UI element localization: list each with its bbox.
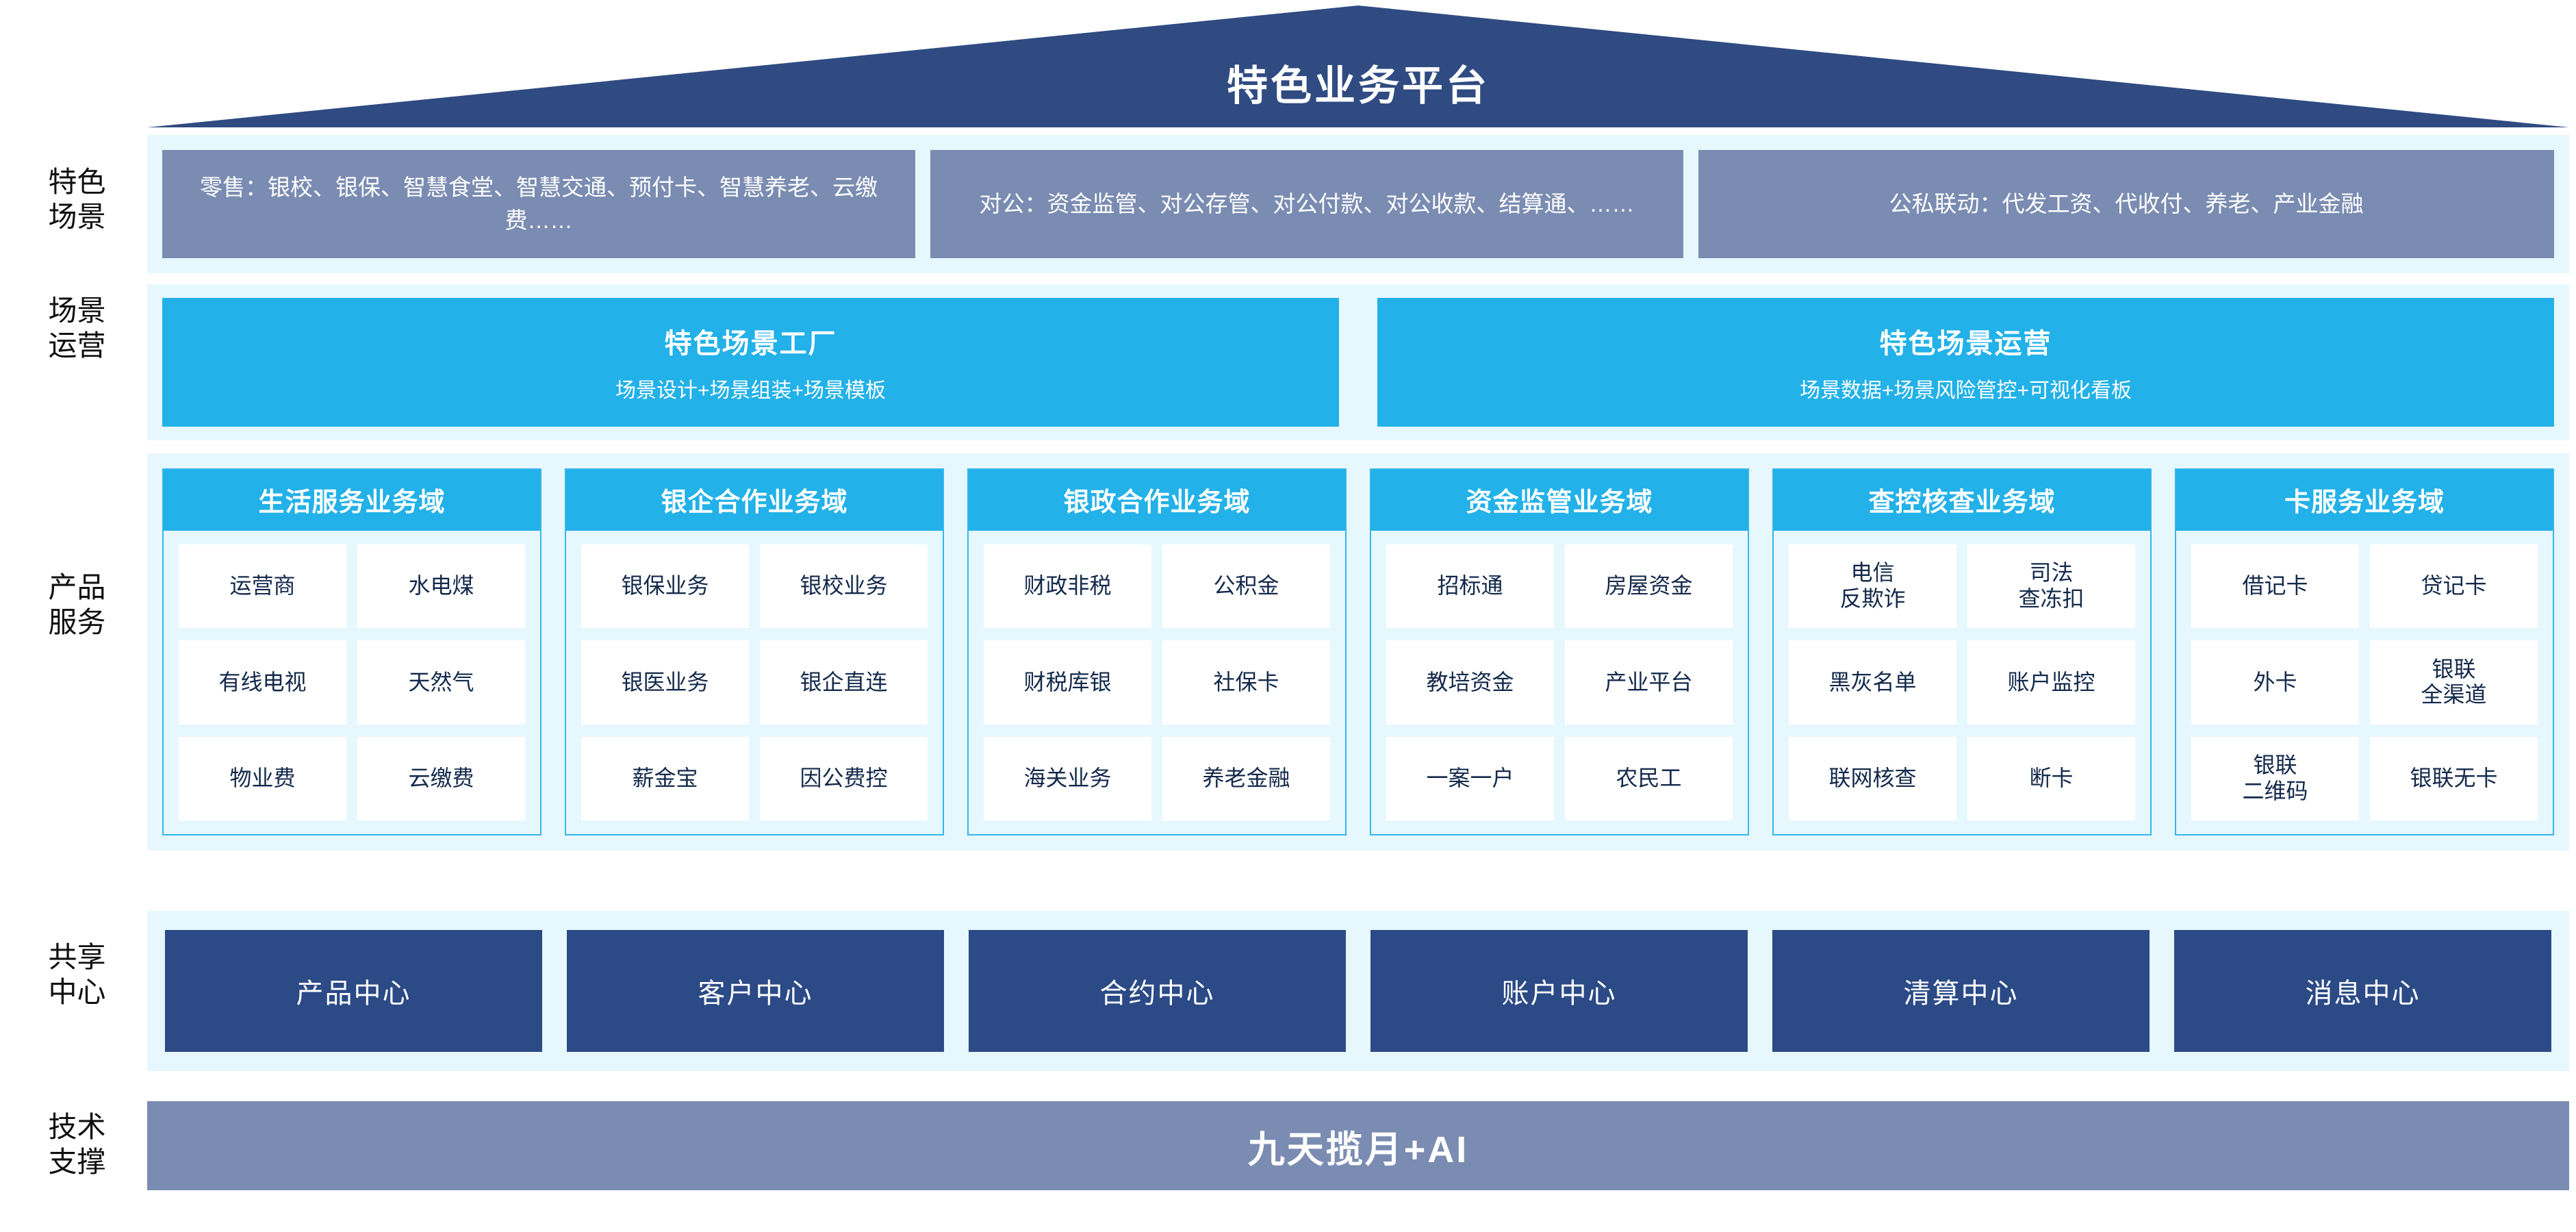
domain-cell[interactable]: 银保业务 bbox=[581, 544, 749, 629]
domain-cell-grid: 运营商 水电煤 有线电视 天然气 物业费 云缴费 bbox=[164, 531, 540, 834]
domain-cell[interactable]: 物业费 bbox=[179, 736, 346, 820]
domain-cell[interactable]: 养老金融 bbox=[1162, 736, 1330, 820]
domain-title: 卡服务业务域 bbox=[2176, 470, 2553, 531]
domain-title: 资金监管业务域 bbox=[1371, 470, 1748, 531]
scene-box-retail[interactable]: 零售：银校、银保、智慧食堂、智慧交通、预付卡、智慧养老、云缴费…… bbox=[162, 150, 915, 258]
domain-cell[interactable]: 水电煤 bbox=[357, 544, 525, 629]
scenes-band: 零售：银校、银保、智慧食堂、智慧交通、预付卡、智慧养老、云缴费…… 对公：资金监… bbox=[147, 135, 2569, 273]
shared-center-product[interactable]: 产品中心 bbox=[165, 930, 542, 1052]
domain-cell[interactable]: 电信 反欺诈 bbox=[1789, 544, 1956, 629]
shared-center-customer[interactable]: 客户中心 bbox=[567, 930, 944, 1052]
operations-box-operation[interactable]: 特色场景运营 场景数据+场景风险管控+可视化看板 bbox=[1377, 298, 2554, 427]
domain-cell[interactable]: 云缴费 bbox=[357, 736, 525, 820]
domain-cell[interactable]: 银联 二维码 bbox=[2191, 736, 2359, 820]
domain-cell[interactable]: 银校业务 bbox=[760, 544, 928, 629]
operations-box-factory[interactable]: 特色场景工厂 场景设计+场景组装+场景模板 bbox=[162, 298, 1339, 427]
domain-bank-enterprise[interactable]: 银企合作业务域 银保业务 银校业务 银医业务 银企直连 薪金宝 因公费控 bbox=[565, 468, 944, 835]
domain-cell[interactable]: 因公费控 bbox=[760, 736, 928, 820]
shared-center-clearing[interactable]: 清算中心 bbox=[1772, 930, 2150, 1052]
domain-fund-supervision[interactable]: 资金监管业务域 招标通 房屋资金 教培资金 产业平台 一案一户 农民工 bbox=[1370, 468, 1749, 835]
platform-banner: 特色业务平台 bbox=[147, 5, 2569, 127]
shared-center-contract[interactable]: 合约中心 bbox=[969, 930, 1346, 1052]
domain-cell[interactable]: 银联无卡 bbox=[2370, 736, 2538, 820]
products-band: 生活服务业务域 运营商 水电煤 有线电视 天然气 物业费 云缴费 银企合作业务域… bbox=[147, 453, 2569, 851]
domain-cell[interactable]: 天然气 bbox=[357, 640, 525, 725]
shared-center-message[interactable]: 消息中心 bbox=[2174, 930, 2551, 1052]
domain-cell[interactable]: 贷记卡 bbox=[2370, 544, 2538, 629]
operations-factory-subtitle: 场景设计+场景组装+场景模板 bbox=[615, 379, 887, 402]
domain-title: 查控核查业务域 bbox=[1774, 470, 2150, 531]
domain-cell[interactable]: 银医业务 bbox=[581, 640, 749, 725]
operations-operation-title: 特色场景运营 bbox=[1879, 329, 2052, 359]
operations-band: 特色场景工厂 场景设计+场景组装+场景模板 特色场景运营 场景数据+场景风险管控… bbox=[147, 284, 2569, 440]
domain-cell[interactable]: 账户监控 bbox=[1967, 640, 2135, 725]
domain-cell[interactable]: 财税库银 bbox=[984, 640, 1151, 725]
domain-cell-grid: 电信 反欺诈 司法 查冻扣 黑灰名单 账户监控 联网核查 断卡 bbox=[1774, 531, 2150, 834]
domain-cell[interactable]: 银联 全渠道 bbox=[2370, 640, 2538, 725]
domain-cell[interactable]: 运营商 bbox=[179, 544, 346, 629]
operations-operation-subtitle: 场景数据+场景风险管控+可视化看板 bbox=[1799, 379, 2132, 402]
domain-investigation-control[interactable]: 查控核查业务域 电信 反欺诈 司法 查冻扣 黑灰名单 账户监控 联网核查 断卡 bbox=[1772, 468, 2152, 835]
domain-cell[interactable]: 外卡 bbox=[2191, 640, 2359, 725]
domain-cell[interactable]: 农民工 bbox=[1565, 736, 1733, 820]
domain-card-service[interactable]: 卡服务业务域 借记卡 贷记卡 外卡 银联 全渠道 银联 二维码 银联无卡 bbox=[2175, 468, 2554, 835]
domain-cell[interactable]: 产业平台 bbox=[1565, 640, 1733, 725]
shared-centers-band: 产品中心 客户中心 合约中心 账户中心 清算中心 消息中心 bbox=[147, 911, 2569, 1071]
domain-cell-grid: 银保业务 银校业务 银医业务 银企直连 薪金宝 因公费控 bbox=[566, 531, 943, 834]
domain-cell[interactable]: 教培资金 bbox=[1386, 640, 1554, 725]
domain-cell[interactable]: 薪金宝 bbox=[581, 736, 749, 820]
domain-cell[interactable]: 借记卡 bbox=[2191, 544, 2359, 629]
scene-box-corporate[interactable]: 对公：资金监管、对公存管、对公付款、对公收款、结算通、…… bbox=[930, 150, 1683, 258]
domain-life-service[interactable]: 生活服务业务域 运营商 水电煤 有线电视 天然气 物业费 云缴费 bbox=[162, 468, 541, 835]
operations-factory-title: 特色场景工厂 bbox=[664, 329, 837, 359]
domain-cell[interactable]: 公积金 bbox=[1162, 544, 1330, 629]
row-label-shared: 共享 中心 bbox=[48, 941, 106, 1009]
domain-cell[interactable]: 一案一户 bbox=[1386, 736, 1554, 820]
domain-cell[interactable]: 有线电视 bbox=[179, 640, 346, 725]
scene-box-linkage[interactable]: 公私联动：代发工资、代收付、养老、产业金融 bbox=[1698, 150, 2554, 258]
row-label-tech: 技术 支撑 bbox=[48, 1111, 106, 1179]
domain-cell[interactable]: 海关业务 bbox=[984, 736, 1151, 820]
domain-cell[interactable]: 社保卡 bbox=[1162, 640, 1330, 725]
domain-bank-government[interactable]: 银政合作业务域 财政非税 公积金 财税库银 社保卡 海关业务 养老金融 bbox=[967, 468, 1347, 835]
domain-title: 生活服务业务域 bbox=[164, 470, 540, 531]
domain-title: 银企合作业务域 bbox=[566, 470, 943, 531]
domain-cell[interactable]: 司法 查冻扣 bbox=[1967, 544, 2135, 629]
row-label-scenes: 特色 场景 bbox=[48, 166, 106, 234]
tech-support-bar[interactable]: 九天揽月+AI bbox=[147, 1101, 2569, 1190]
domain-cell[interactable]: 房屋资金 bbox=[1565, 544, 1733, 629]
domain-cell[interactable]: 财政非税 bbox=[984, 544, 1151, 629]
roof-shape bbox=[147, 5, 2569, 127]
domain-cell-grid: 招标通 房屋资金 教培资金 产业平台 一案一户 农民工 bbox=[1371, 531, 1748, 834]
domain-cell[interactable]: 招标通 bbox=[1386, 544, 1554, 629]
domain-cell[interactable]: 黑灰名单 bbox=[1789, 640, 1956, 725]
domain-cell[interactable]: 联网核查 bbox=[1789, 736, 1956, 820]
domain-cell[interactable]: 断卡 bbox=[1967, 736, 2135, 820]
row-label-operations: 场景 运营 bbox=[48, 294, 106, 362]
domain-cell-grid: 财政非税 公积金 财税库银 社保卡 海关业务 养老金融 bbox=[969, 531, 1345, 834]
domain-cell-grid: 借记卡 贷记卡 外卡 银联 全渠道 银联 二维码 银联无卡 bbox=[2176, 531, 2553, 834]
domain-cell[interactable]: 银企直连 bbox=[760, 640, 928, 725]
row-label-products: 产品 服务 bbox=[48, 571, 106, 639]
shared-center-account[interactable]: 账户中心 bbox=[1370, 930, 1748, 1052]
domain-title: 银政合作业务域 bbox=[969, 470, 1345, 531]
